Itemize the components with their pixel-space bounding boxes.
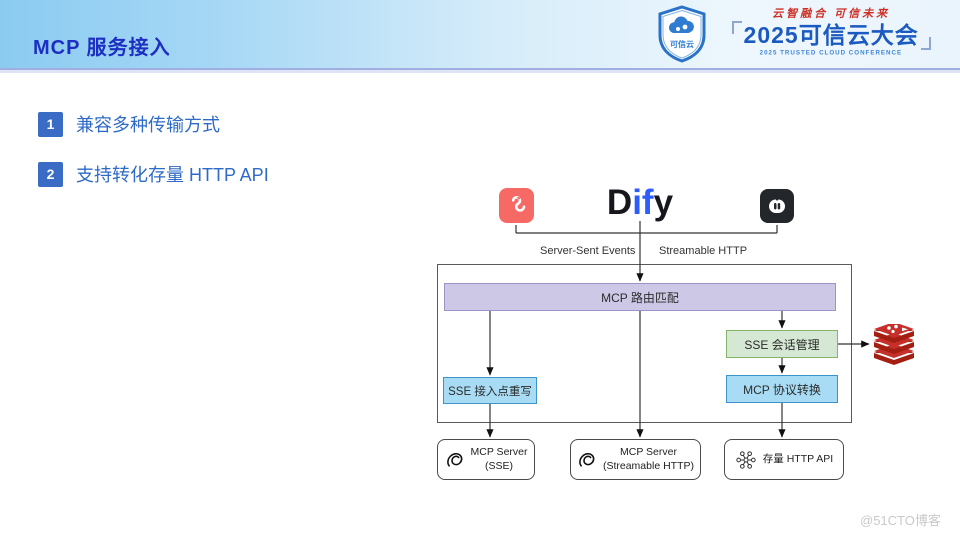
server-name: MCP Server (619, 446, 677, 459)
logo-slogan: 云智融合 可信未来 (772, 8, 891, 20)
server-transport: (SSE) (484, 459, 513, 472)
node-sse-endpoint-rewrite: SSE 接入点重写 (443, 377, 537, 404)
redis-icon (874, 324, 914, 365)
bullet-text: 兼容多种传输方式 (76, 115, 220, 135)
dify-wordmark: Dify (600, 183, 680, 223)
server-box-mcp-streamable: MCP Server (Streamable HTTP) (570, 439, 701, 480)
bullet-text: 支持转化存量 HTTP API (76, 165, 269, 185)
mcp-client-red-icon (499, 188, 534, 223)
logo-conference-name-en: 2025 TRUSTED CLOUD CONFERENCE (759, 49, 903, 57)
watermark: @51CTO博客 (860, 513, 941, 528)
node-mcp-route-match: MCP 路由匹配 (444, 283, 836, 311)
server-label: MCP Server (Streamable HTTP) (603, 446, 694, 472)
mcp-logo-icon (446, 452, 462, 467)
bullet-number-badge: 2 (38, 161, 63, 187)
dify-letters-if: if (632, 183, 654, 222)
edge-label-streamable-http: Streamable HTTP (659, 245, 748, 257)
header-band: MCP 服务接入 可信云 云智融合 可信未来 2025可信云大会 2025 TR… (0, 0, 960, 70)
mcp-client-dark-icon (760, 189, 794, 223)
swan-glyph-icon (511, 194, 525, 212)
node-mcp-protocol-convert: MCP 协议转换 (726, 375, 838, 403)
mcp-logo-icon (579, 452, 595, 467)
server-box-legacy-http-api: 存量 HTTP API (724, 439, 844, 480)
bullet-item-2: 2 支持转化存量 HTTP API (38, 161, 269, 187)
bullet-item-1: 1 兼容多种传输方式 (38, 111, 220, 137)
node-sse-session-mgmt: SSE 会话管理 (726, 330, 838, 358)
server-name: MCP Server (470, 446, 528, 459)
server-name: 存量 HTTP API (762, 452, 834, 465)
conference-logo: 可信云 云智融合 可信未来 2025可信云大会 2025 TRUSTED CLO… (656, 5, 946, 63)
server-label: MCP Server (SSE) (471, 446, 528, 472)
network-nodes-icon (736, 450, 756, 469)
server-box-mcp-sse: MCP Server (SSE) (437, 439, 535, 480)
server-transport: (Streamable HTTP) (602, 459, 694, 472)
shield-label: 可信云 (670, 39, 694, 49)
robot-glyph-icon (769, 197, 785, 213)
page-title: MCP 服务接入 (33, 37, 171, 59)
edge-label-server-sent-events: Server-Sent Events (540, 245, 636, 257)
trusted-cloud-shield-icon: 可信云 (658, 5, 706, 63)
logo-conference-name: 2025可信云大会 (731, 21, 931, 50)
server-label: 存量 HTTP API (763, 453, 833, 466)
dify-letter-d: D (606, 183, 633, 222)
dify-letter-y: y (653, 183, 674, 222)
bullet-number-badge: 1 (38, 111, 63, 137)
